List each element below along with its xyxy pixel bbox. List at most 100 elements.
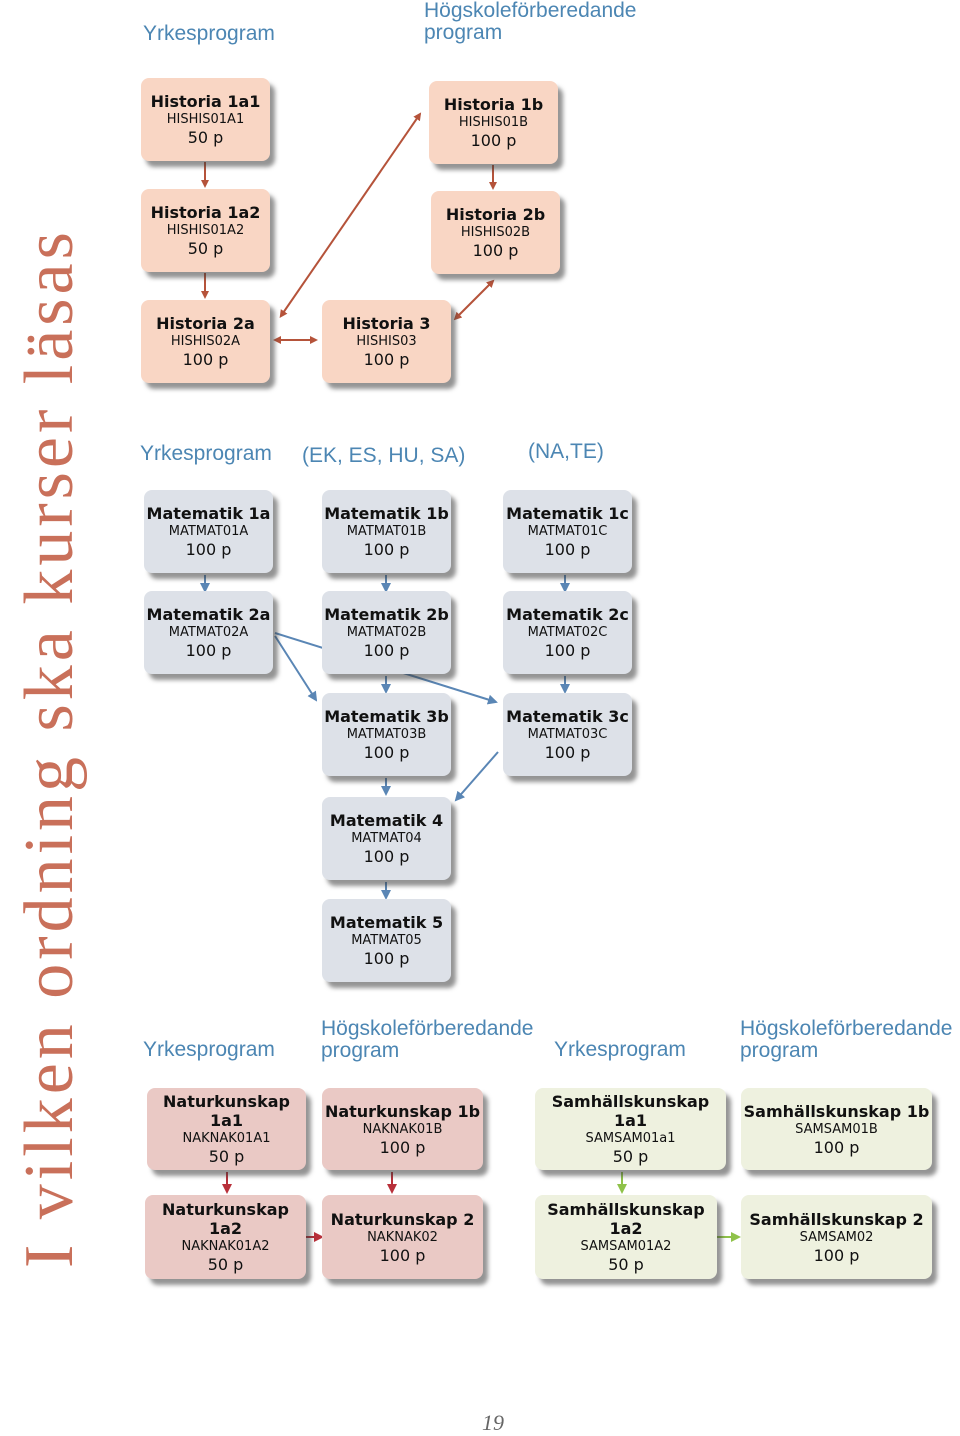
course-title: Matematik 3c: [506, 707, 629, 726]
course-code: HISHIS02B: [460, 225, 531, 240]
course-points: 100 p: [813, 1245, 860, 1265]
course-code: MATMAT01B: [346, 524, 427, 539]
course-code: HISHIS01A1: [166, 112, 245, 127]
course-code: HISHIS02A: [170, 334, 241, 349]
course-code: SAMSAM02: [799, 1229, 874, 1245]
course-box-naturkunskap-2: Naturkunskap 2 NAKNAK02 100 p: [322, 1195, 483, 1279]
course-points: 50 p: [187, 128, 224, 147]
course-points: 100 p: [363, 743, 410, 762]
course-box-historia-2a: Historia 2a HISHIS02A 100 p: [141, 300, 270, 383]
course-points: 100 p: [182, 350, 229, 369]
arrow-mat3c-mat4: [454, 751, 499, 802]
course-box-matematik-1c: Matematik 1c MATMAT01C 100 p: [503, 490, 632, 573]
header-yrkesprogram-history: Yrkesprogram: [143, 22, 275, 45]
course-code: NAKNAK01A1: [182, 1131, 271, 1146]
course-title: Naturkunskap 1b: [324, 1101, 481, 1121]
course-box-historia-2b: Historia 2b HISHIS02B 100 p: [431, 191, 560, 274]
course-box-matematik-5: Matematik 5 MATMAT05 100 p: [322, 899, 451, 982]
course-points: 100 p: [363, 641, 410, 660]
course-title: Historia 2a: [156, 314, 255, 333]
course-points: 100 p: [544, 641, 591, 660]
course-box-samhallskunskap-2: Samhällskunskap 2 SAMSAM02 100 p: [741, 1195, 932, 1279]
course-points: 100 p: [185, 540, 232, 559]
course-box-matematik-4: Matematik 4 MATMAT04 100 p: [322, 797, 451, 880]
course-box-matematik-1a: Matematik 1a MATMAT01A 100 p: [144, 490, 273, 573]
course-box-historia-1a2: Historia 1a2 HISHIS01A2 50 p: [141, 189, 270, 272]
course-code: SAMSAM01a1: [585, 1131, 676, 1146]
course-points: 100 p: [363, 847, 410, 866]
header-yrkesprogram-social: Yrkesprogram: [554, 1038, 686, 1061]
course-title: Samhällskunskap 1b: [743, 1101, 930, 1121]
course-code: HISHIS01B: [458, 115, 529, 130]
header-yrkesprogram-nature: Yrkesprogram: [143, 1038, 275, 1061]
course-points: 100 p: [185, 641, 232, 660]
page-number: 19: [482, 1410, 504, 1435]
course-title: Historia 2b: [445, 205, 546, 224]
course-points: 50 p: [207, 1255, 244, 1274]
course-points: 100 p: [544, 743, 591, 762]
course-code: HISHIS03: [356, 334, 417, 349]
course-points: 100 p: [813, 1137, 860, 1157]
course-code: MATMAT01C: [527, 524, 608, 539]
course-title: Matematik 5: [329, 913, 444, 932]
course-code: NAKNAK01A2: [181, 1239, 270, 1254]
course-box-samhallskunskap-1a2: Samhällskunskap 1a2 SAMSAM01A2 50 p: [535, 1195, 717, 1279]
course-box-samhallskunskap-1b: Samhällskunskap 1b SAMSAM01B 100 p: [741, 1088, 932, 1170]
course-points: 100 p: [363, 540, 410, 559]
course-points: 50 p: [612, 1147, 649, 1166]
course-title: Matematik 2a: [146, 605, 271, 624]
arrow-his2a-his1b: [279, 112, 422, 318]
course-box-naturkunskap-1b: Naturkunskap 1b NAKNAK01B 100 p: [322, 1088, 483, 1170]
course-points: 50 p: [208, 1147, 245, 1166]
course-title: Naturkunskap 1a1: [163, 1092, 290, 1130]
course-box-matematik-3c: Matematik 3c MATMAT03C 100 p: [503, 693, 632, 776]
course-code: MATMAT01A: [168, 524, 249, 539]
course-points: 100 p: [472, 241, 519, 260]
course-box-samhallskunskap-1a1: Samhällskunskap 1a1 SAMSAM01a1 50 p: [535, 1088, 726, 1170]
header-hogskole-nature: Högskoleförberedande program: [321, 1017, 534, 1062]
course-title: Matematik 2c: [506, 605, 629, 624]
course-points: 100 p: [363, 949, 410, 968]
course-code: SAMSAM01A2: [580, 1239, 672, 1254]
header-hogskole-social: Högskoleförberedande program: [740, 1017, 953, 1062]
course-points: 100 p: [544, 540, 591, 559]
course-title: Matematik 1c: [506, 504, 629, 523]
course-code: SAMSAM01B: [795, 1121, 878, 1137]
header-hogskole-history: Högskoleförberedande program: [424, 0, 637, 44]
course-title: Matematik 1a: [146, 504, 271, 523]
course-title: Matematik 4: [329, 811, 444, 830]
course-title: Matematik 3b: [324, 707, 449, 726]
course-code: NAKNAK02: [367, 1229, 438, 1245]
course-code: MATMAT04: [351, 831, 422, 846]
course-title: Samhällskunskap 2: [749, 1209, 924, 1229]
course-box-matematik-2a: Matematik 2a MATMAT02A 100 p: [144, 591, 273, 674]
arrow-mat2a-mat3b: [274, 635, 318, 702]
course-code: MATMAT05: [351, 933, 422, 948]
course-title: Matematik 2b: [324, 605, 449, 624]
course-box-historia-1a1: Historia 1a1 HISHIS01A1 50 p: [141, 78, 270, 161]
course-points: 100 p: [379, 1137, 426, 1157]
course-points: 100 p: [363, 350, 410, 369]
course-points: 100 p: [379, 1245, 426, 1265]
course-code: MATMAT02A: [168, 625, 249, 640]
header-math-b-programs: (EK, ES, HU, SA): [302, 444, 466, 467]
header-yrkesprogram-math: Yrkesprogram: [140, 442, 272, 465]
course-points: 50 p: [608, 1255, 644, 1274]
course-code: MATMAT02C: [527, 625, 608, 640]
course-code: MATMAT03B: [346, 727, 427, 742]
course-title: Historia 3: [342, 314, 431, 333]
course-code: MATMAT03C: [527, 727, 608, 742]
course-title: Samhällskunskap 1a1: [551, 1092, 710, 1130]
arrow-his3-his2b: [453, 279, 495, 321]
course-title: Historia 1a1: [150, 92, 261, 111]
course-box-matematik-3b: Matematik 3b MATMAT03B 100 p: [322, 693, 451, 776]
course-code: MATMAT02B: [346, 625, 427, 640]
course-title: Naturkunskap 1a2: [162, 1200, 289, 1238]
course-box-historia-1b: Historia 1b HISHIS01B 100 p: [429, 81, 558, 164]
course-title: Matematik 1b: [324, 504, 449, 523]
course-title: Historia 1b: [443, 95, 544, 114]
course-box-matematik-2c: Matematik 2c MATMAT02C 100 p: [503, 591, 632, 674]
course-title: Samhällskunskap 1a2: [547, 1200, 705, 1238]
course-points: 100 p: [470, 131, 517, 150]
